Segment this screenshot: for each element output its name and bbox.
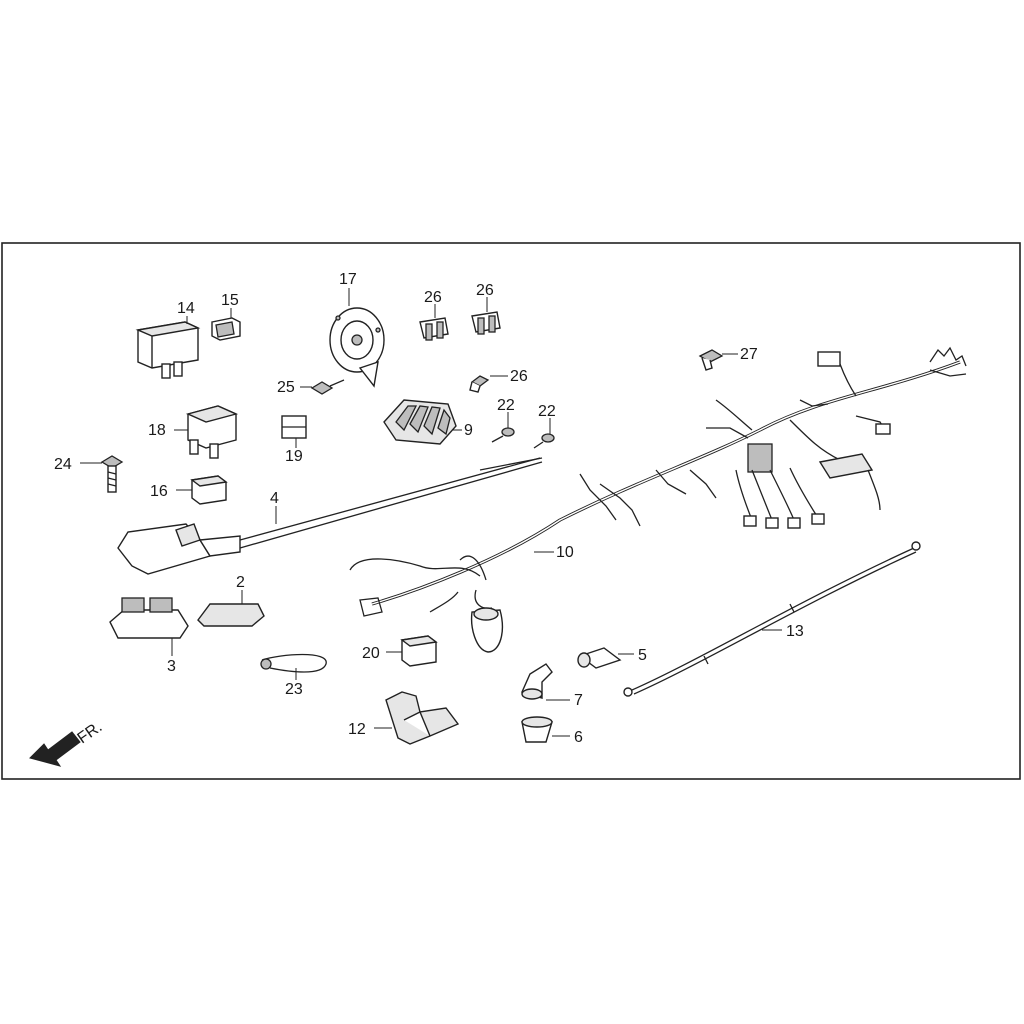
part-23-cable-tie xyxy=(260,653,327,673)
label-3: 3 xyxy=(167,658,176,675)
part-10-wiring-harness xyxy=(349,346,967,653)
part-26-screw xyxy=(469,375,490,393)
label-16: 16 xyxy=(150,483,168,500)
part-4-ignition-coil xyxy=(117,457,543,575)
label-20: 20 xyxy=(362,645,380,662)
part-22-screw-b xyxy=(533,433,555,449)
label-15: 15 xyxy=(221,292,239,309)
part-6-grommet xyxy=(521,716,553,743)
part-9-regulator xyxy=(383,399,457,445)
part-19-connector xyxy=(281,415,307,439)
part-24-bolt xyxy=(100,455,124,493)
part-7-plug-cap xyxy=(521,663,553,700)
label-26-a: 26 xyxy=(424,289,442,306)
label-5: 5 xyxy=(638,647,647,664)
part-17-horn xyxy=(329,307,385,388)
label-26-c: 26 xyxy=(510,368,528,385)
front-direction-arrow-icon xyxy=(29,731,81,767)
label-25: 25 xyxy=(277,379,295,396)
label-22-a: 22 xyxy=(497,397,515,414)
part-20-connector xyxy=(400,635,438,667)
label-27: 27 xyxy=(740,346,758,363)
label-7: 7 xyxy=(574,692,583,709)
label-9: 9 xyxy=(464,422,473,439)
label-23: 23 xyxy=(285,681,303,698)
part-18-relay xyxy=(185,405,239,459)
part-13-battery-cable xyxy=(623,541,921,697)
label-6: 6 xyxy=(574,729,583,746)
label-18: 18 xyxy=(148,422,166,439)
label-10: 10 xyxy=(556,544,574,561)
part-16-connector xyxy=(190,475,228,505)
part-25-screw xyxy=(310,379,345,395)
diagram-border xyxy=(1,242,1021,780)
part-14-relay xyxy=(135,321,201,379)
label-17: 17 xyxy=(339,271,357,288)
part-5-terminal xyxy=(577,647,622,669)
part-3-cdi-unit xyxy=(109,597,189,639)
part-26-fuse-a xyxy=(419,317,449,341)
label-12: 12 xyxy=(348,721,366,738)
label-4: 4 xyxy=(270,490,279,507)
label-2: 2 xyxy=(236,574,245,591)
part-26-fuse-b xyxy=(471,311,501,335)
part-15-connector xyxy=(211,317,241,341)
label-19: 19 xyxy=(285,448,303,465)
label-13: 13 xyxy=(786,623,804,640)
label-26-b: 26 xyxy=(476,282,494,299)
part-27-bolt xyxy=(698,349,724,371)
label-24: 24 xyxy=(54,456,72,473)
part-12-bracket xyxy=(385,691,460,745)
label-14: 14 xyxy=(177,300,195,317)
part-2-cover xyxy=(197,603,265,627)
label-22-b: 22 xyxy=(538,403,556,420)
